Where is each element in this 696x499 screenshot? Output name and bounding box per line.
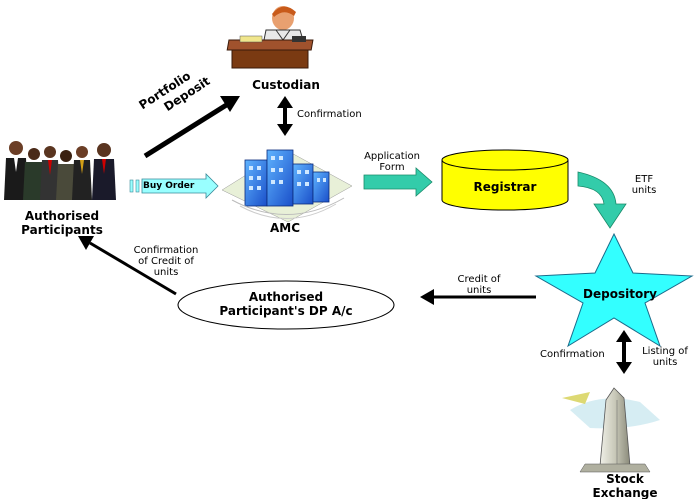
registrar-label: Registrar: [473, 180, 537, 194]
etf-units-line2: units: [631, 185, 657, 196]
authorised-participants-line2: Participants: [21, 223, 103, 237]
depository-label: Depository: [583, 287, 657, 301]
stock-exchange-label: Stock Exchange: [580, 472, 670, 499]
portfolio-deposit-arrow: [143, 101, 230, 159]
buy-order-label: Buy Order: [143, 181, 195, 191]
listing-of-units-line1: Listing of: [642, 346, 688, 357]
authorised-participants-line1: Authorised: [24, 209, 100, 223]
credit-of-units-line2: units: [466, 285, 492, 296]
listing-of-units-line2: units: [652, 357, 678, 368]
etf-units-label: ETF units: [622, 174, 666, 196]
application-form-label: Application Form: [352, 151, 432, 173]
depository-exchange-arrow: [616, 330, 632, 374]
depository-star: [534, 232, 694, 348]
confirmation-of-credit-line2: of Credit of: [138, 256, 194, 267]
stock-exchange-line2: Exchange: [592, 486, 658, 499]
stock-exchange-illustration: [562, 387, 660, 473]
custodian-confirmation-label: Confirmation: [297, 109, 362, 120]
stock-exchange-line1: Stock: [606, 472, 644, 486]
ap-dp-account-label: Authorised Participant's DP A/c: [190, 290, 382, 318]
listing-of-units-label: Listing of units: [636, 346, 694, 368]
confirmation-of-credit-arrow: [89, 241, 177, 296]
application-form-line1: Application: [364, 151, 420, 162]
amc-illustration: [221, 149, 353, 223]
application-form-line2: Form: [379, 162, 405, 173]
confirmation-of-credit-line3: units: [153, 267, 179, 278]
buy-order-arrow: [129, 173, 219, 199]
credit-of-units-line1: Credit of: [457, 274, 501, 285]
confirmation-of-credit-label: Confirmation of Credit of units: [120, 245, 212, 278]
custodian-amc-arrow: [277, 96, 293, 136]
amc-label: AMC: [269, 221, 301, 235]
registrar-cylinder: [441, 149, 569, 211]
participants-illustration: [4, 141, 116, 200]
credit-of-units-label: Credit of units: [442, 274, 516, 296]
application-form-arrow: [363, 167, 433, 197]
etf-units-arrow: [577, 171, 627, 229]
ap-dp-account-line2: Participant's DP A/c: [219, 304, 353, 318]
exchange-confirmation-label: Confirmation: [540, 349, 605, 360]
authorised-participants-label: Authorised Participants: [0, 209, 124, 237]
etf-units-line1: ETF: [634, 174, 654, 185]
confirmation-of-credit-line1: Confirmation: [133, 245, 199, 256]
custodian-illustration: [226, 6, 314, 69]
ap-dp-account-ellipse: [177, 280, 395, 330]
custodian-label: Custodian: [252, 78, 320, 92]
ap-dp-account-line1: Authorised: [248, 290, 324, 304]
